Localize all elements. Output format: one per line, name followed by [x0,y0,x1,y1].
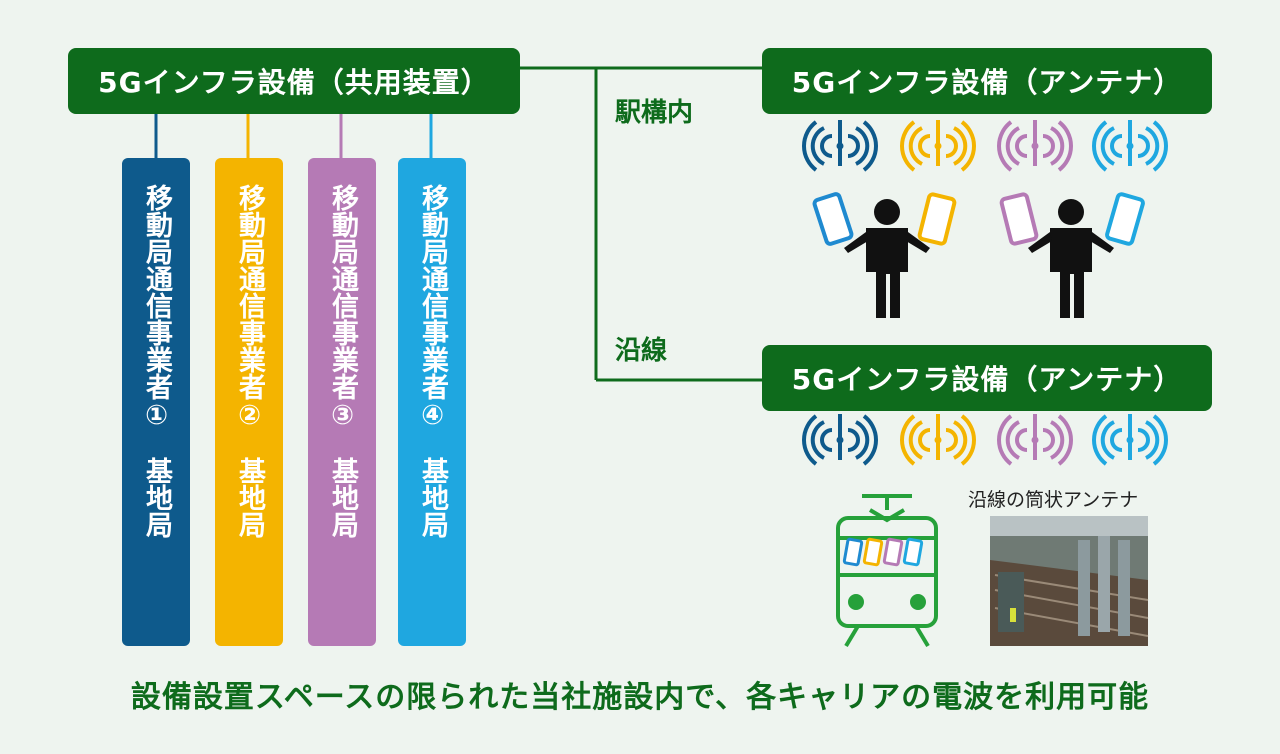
smartphone-icon [999,192,1039,246]
carrier-1-base: 基地局 [141,457,172,538]
photo-caption: 沿線の筒状アンテナ [968,489,1139,511]
carrier-1-column: 移動局通信事業者① 基地局 [122,158,190,646]
station-antenna-label: 5Gインフラ設備（アンテナ） [791,66,1183,99]
carrier-3-text: 移動局通信事業者③ [327,184,358,431]
smartphone-icon [917,192,957,246]
person-icon [1028,199,1114,318]
line-antenna-box: 5Gインフラ設備（アンテナ） [762,345,1212,411]
carrier-4-text: 移動局通信事業者④ [417,184,448,431]
footer-statement: 設備設置スペースの限られた当社施設内で、各キャリアの電波を利用可能 [130,680,1150,715]
carrier-1-text: 移動局通信事業者① [141,184,172,431]
carrier-3-column: 移動局通信事業者③ 基地局 [308,158,376,646]
carrier-3-base: 基地局 [327,457,358,538]
line-antenna-label: 5Gインフラ設備（アンテナ） [791,363,1183,396]
smartphone-icon [812,192,854,246]
shared-equipment-label: 5Gインフラ設備（共用装置） [98,66,490,99]
carrier-4-column: 移動局通信事業者④ 基地局 [398,158,466,646]
station-label: 駅構内 [615,98,694,128]
shared-equipment-box: 5Gインフラ設備（共用装置） [68,48,520,114]
person-icon [844,199,930,318]
line-label: 沿線 [615,336,668,366]
carrier-4-base: 基地局 [417,457,448,538]
carrier-2-base: 基地局 [234,457,265,538]
carrier-2-text: 移動局通信事業者② [234,184,265,431]
carrier-2-column: 移動局通信事業者② 基地局 [215,158,283,646]
station-antenna-box: 5Gインフラ設備（アンテナ） [762,48,1212,114]
smartphone-icon [1105,192,1145,246]
